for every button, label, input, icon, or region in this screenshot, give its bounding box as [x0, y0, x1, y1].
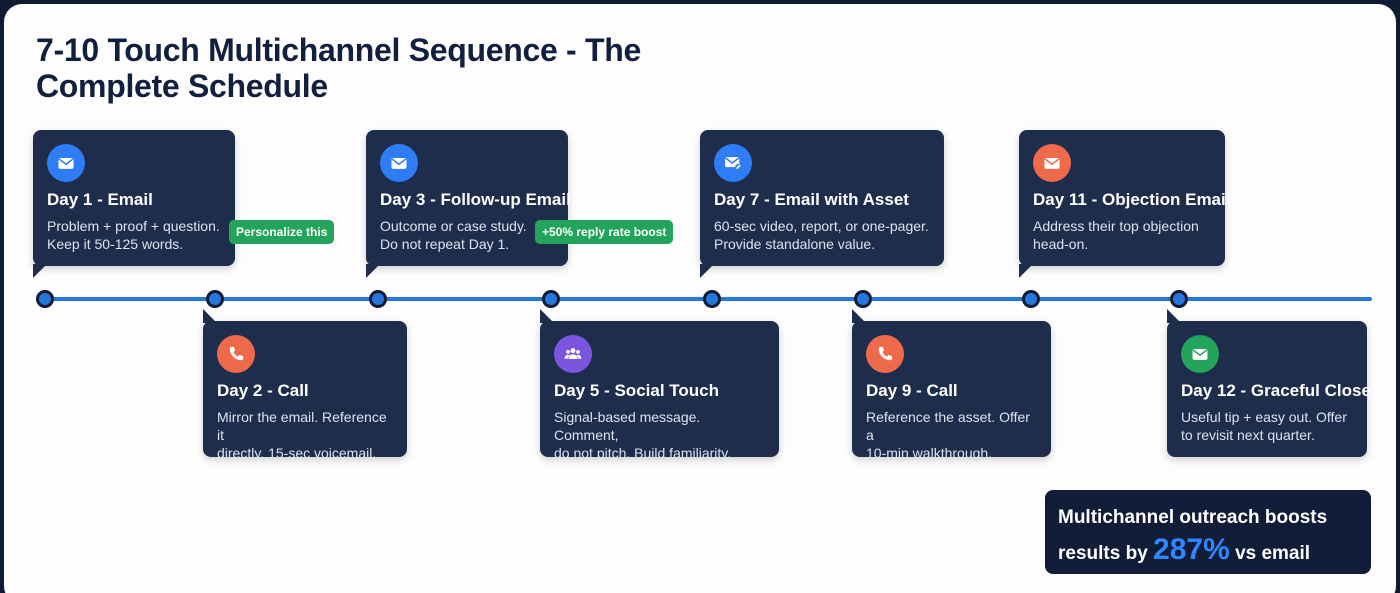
timeline-dot	[1170, 290, 1188, 308]
touch-title: Day 9 - Call	[866, 381, 958, 400]
email-icon	[47, 144, 85, 182]
people-icon	[554, 335, 592, 373]
stat-value: 287%	[1153, 533, 1230, 566]
touch-description: Outcome or case study.Do not repeat Day …	[380, 218, 527, 252]
touch-card-day-3: Day 3 - Follow-up Email Outcome or case …	[366, 130, 571, 278]
stat-prefix: results by	[1058, 543, 1148, 564]
touch-description: 60-sec video, report, or one-pager.Provi…	[714, 218, 929, 252]
touch-title: Day 1 - Email	[47, 190, 153, 209]
touch-card-day-7: Day 7 - Email with Asset 60-sec video, r…	[700, 130, 944, 278]
touch-card-day-1: Day 1 - Email Problem + proof + question…	[33, 130, 235, 278]
touch-card-day-12: Day 12 - Graceful Close Useful tip + eas…	[1167, 309, 1371, 457]
touch-title: Day 2 - Call	[217, 381, 309, 400]
timeline-dot	[369, 290, 387, 308]
touch-card-day-9: Day 9 - Call Reference the asset. Offer …	[852, 309, 1051, 461]
stat-line-2: results by 287% vs email alone	[1058, 534, 1358, 593]
touch-card-day-2: Day 2 - Call Mirror the email. Reference…	[203, 309, 407, 461]
touch-description: Signal-based message. Comment,do not pit…	[554, 409, 732, 461]
timeline-dot	[703, 290, 721, 308]
page-title: 7-10 Touch Multichannel Sequence - The C…	[36, 32, 641, 104]
personalize-badge: Personalize this	[229, 220, 335, 244]
touch-title: Day 11 - Objection Email	[1033, 190, 1231, 209]
email-icon	[380, 144, 418, 182]
timeline-dot	[206, 290, 224, 308]
touch-card-day-5: Day 5 - Social Touch Signal-based messag…	[540, 309, 779, 461]
stat-callout: Multichannel outreach boosts results by …	[1045, 490, 1371, 593]
touch-description: Problem + proof + question.Keep it 50-12…	[47, 218, 220, 252]
touch-title: Day 5 - Social Touch	[554, 381, 720, 400]
email-icon	[1181, 335, 1219, 373]
timeline-dot	[854, 290, 872, 308]
diagram-canvas: 7-10 Touch Multichannel Sequence - The C…	[4, 4, 1396, 593]
touch-card-day-11: Day 11 - Objection Email Address their t…	[1019, 130, 1231, 278]
timeline-dot	[36, 290, 54, 308]
touch-title: Day 3 - Follow-up Email	[380, 190, 571, 209]
phone-icon	[866, 335, 904, 373]
touch-title: Day 12 - Graceful Close	[1181, 381, 1371, 400]
email-attachment-icon	[714, 144, 752, 182]
email-icon	[1033, 144, 1071, 182]
timeline-dot	[1022, 290, 1040, 308]
stat-line-1: Multichannel outreach boosts	[1058, 507, 1328, 528]
touch-title: Day 7 - Email with Asset	[714, 190, 909, 209]
stat-suffix: vs email alone	[1058, 543, 1311, 593]
timeline-dot	[542, 290, 560, 308]
phone-icon	[217, 335, 255, 373]
reply-boost-badge: +50% reply rate boost	[535, 220, 674, 244]
